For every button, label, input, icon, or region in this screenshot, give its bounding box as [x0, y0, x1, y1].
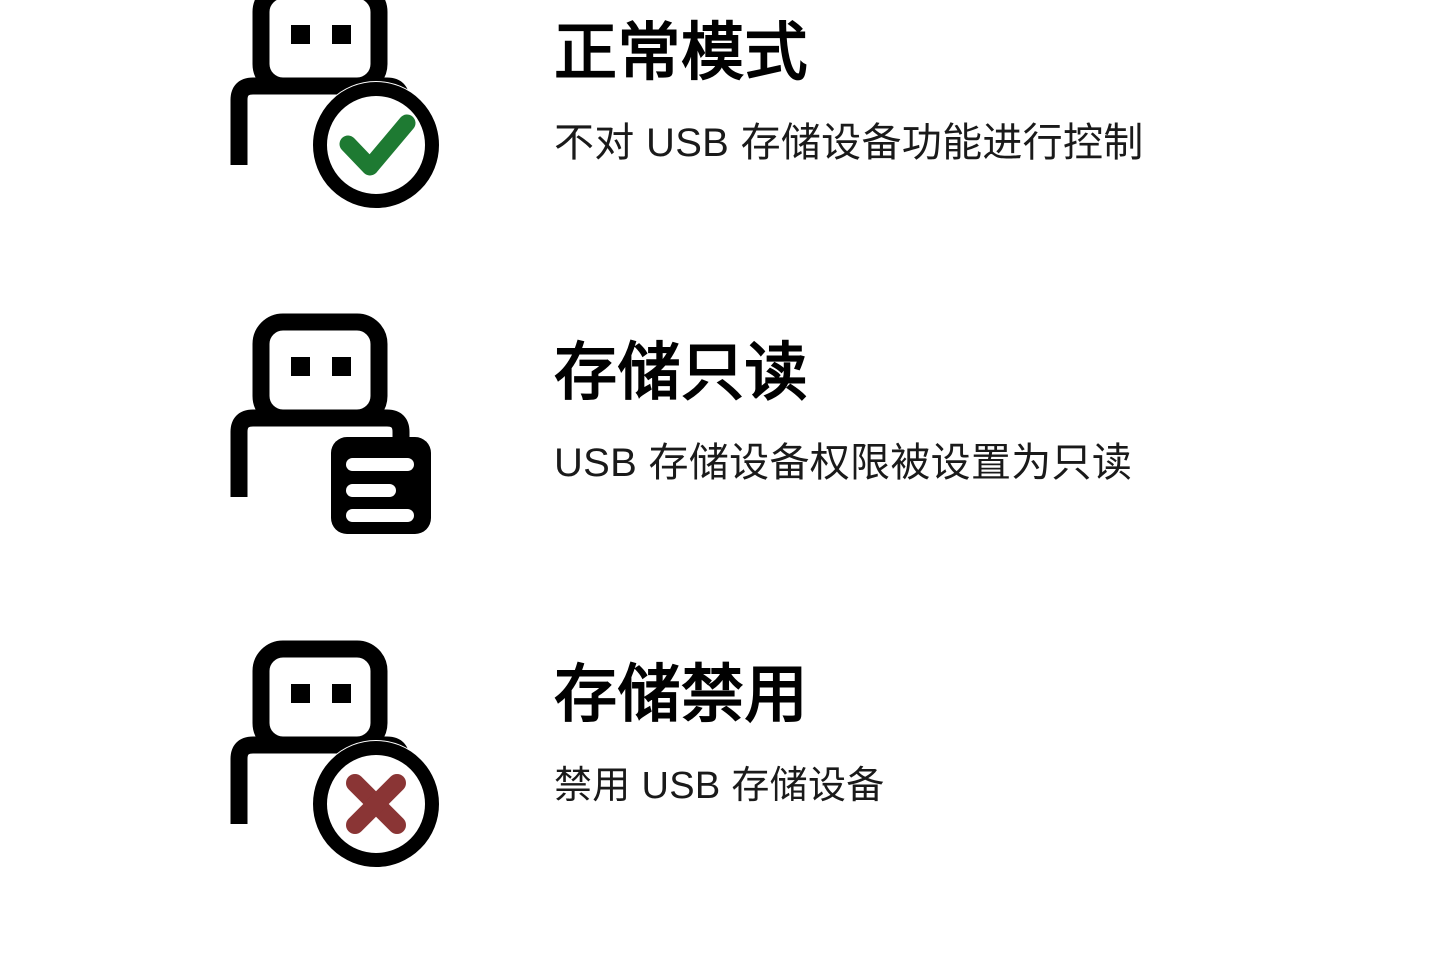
mode-description: USB 存储设备权限被设置为只读 [554, 441, 1133, 485]
usb-mode-list: 正常模式 不对 USB 存储设备功能进行控制 存储只读 USB [0, 0, 1440, 867]
mode-row: 存储只读 USB 存储设备权限被设置为只读 [0, 312, 1440, 632]
cross-icon [346, 774, 406, 834]
mode-row: 存储禁用 禁用 USB 存储设备 [0, 634, 1440, 954]
mode-title: 存储只读 [554, 338, 808, 408]
mode-title: 正常模式 [554, 18, 808, 88]
mode-description: 不对 USB 存储设备功能进行控制 [554, 121, 1144, 165]
mode-row: 正常模式 不对 USB 存储设备功能进行控制 [0, 0, 1440, 312]
document-badge [331, 437, 431, 534]
check-badge [313, 82, 439, 208]
usb-cross-icon [228, 634, 468, 868]
check-icon [339, 114, 416, 176]
mode-text: 存储禁用 禁用 USB 存储设备 [468, 634, 1440, 807]
mode-title: 存储禁用 [554, 660, 808, 730]
mode-text: 存储只读 USB 存储设备权限被设置为只读 [468, 312, 1440, 485]
usb-document-icon [228, 312, 468, 542]
usb-check-icon [228, 0, 468, 222]
mode-description: 禁用 USB 存储设备 [554, 765, 885, 807]
mode-text: 正常模式 不对 USB 存储设备功能进行控制 [468, 0, 1440, 165]
